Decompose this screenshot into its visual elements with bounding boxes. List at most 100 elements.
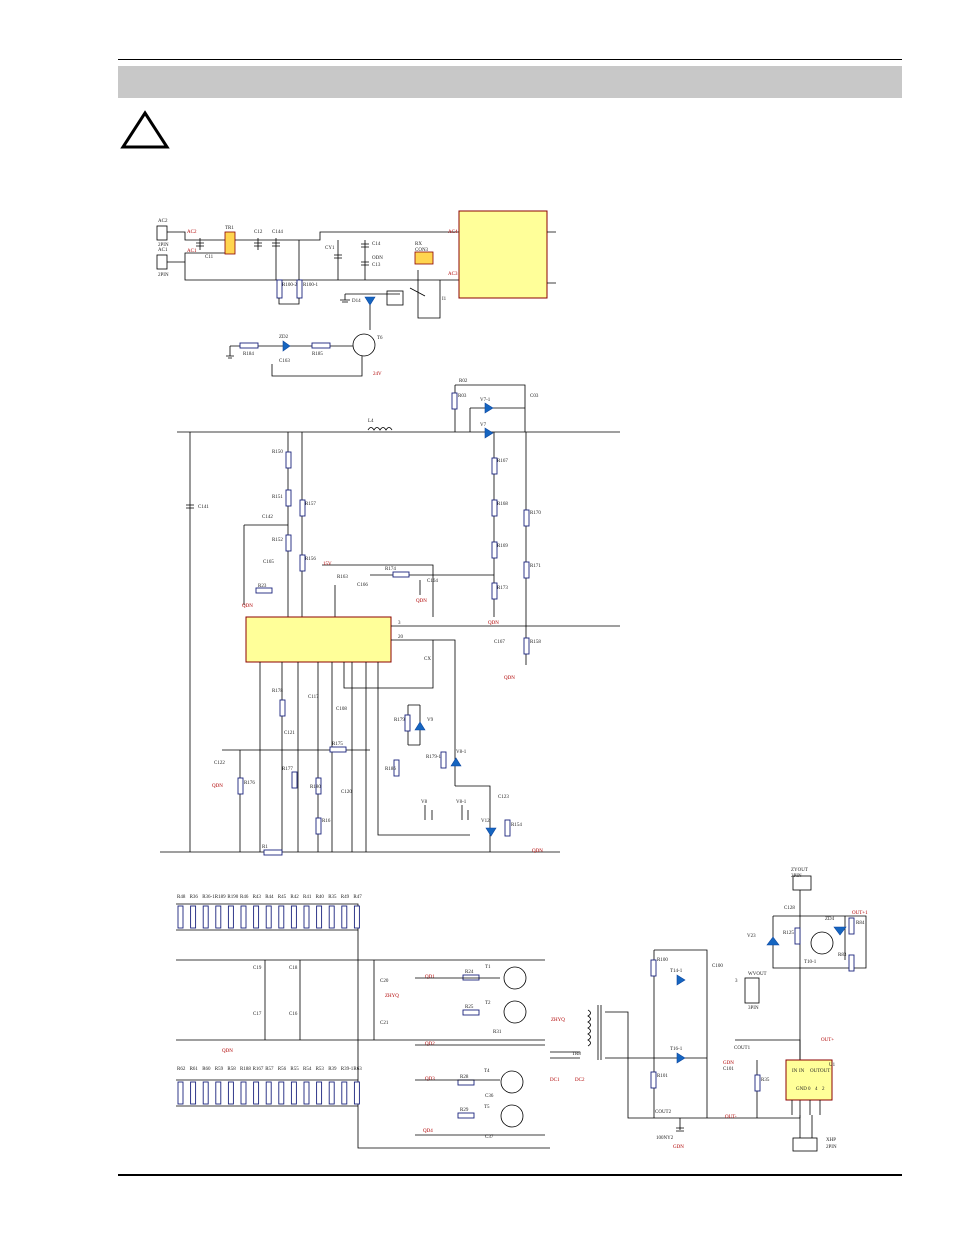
label-c11: C11	[205, 255, 214, 260]
resistor-r151	[285, 489, 292, 507]
label-pin-in: IN	[799, 1069, 805, 1074]
resistor-r100-1	[296, 279, 303, 299]
wire	[772, 890, 867, 1060]
connector-rx-con3	[414, 251, 434, 265]
label-odn: ODN	[372, 256, 383, 261]
label-c14: C14	[372, 242, 381, 247]
label-r29: R29	[460, 1108, 469, 1113]
label-zd2: ZD2	[279, 335, 289, 340]
wire	[605, 949, 735, 1119]
label-r157: R157	[305, 502, 316, 507]
net-qdn: QDN	[242, 604, 253, 609]
resistor-r167	[253, 1081, 260, 1105]
label-r61: R61	[190, 1067, 199, 1072]
resistor-r44	[265, 905, 272, 929]
label-r186: R186	[385, 767, 396, 772]
label-r125: R125	[783, 931, 794, 936]
resistor-r24	[462, 974, 480, 981]
capacitor	[334, 240, 342, 280]
label-t14-1: T14-1	[670, 969, 683, 974]
label-r168: R168	[497, 502, 508, 507]
label-zd4: ZD4	[825, 917, 835, 922]
label-r43: R43	[253, 895, 262, 900]
label-pin-out: OUT	[810, 1069, 820, 1074]
wire	[391, 625, 620, 786]
diode-v7-1	[484, 402, 494, 414]
label-r177: R177	[282, 767, 293, 772]
zener-v9	[414, 721, 426, 731]
label-con3: CON3	[415, 248, 429, 253]
resistor-r100	[650, 959, 657, 977]
resistor-r169	[491, 541, 498, 559]
label-v8-1: V8-1	[456, 750, 467, 755]
zener-v8-1	[450, 757, 462, 767]
net-zhyq: ZHYQ	[551, 1018, 565, 1023]
label-r180: R180	[310, 785, 321, 790]
label-t5: T5	[484, 1105, 490, 1110]
diode-v23	[766, 936, 780, 946]
label-v9: V9	[427, 718, 434, 723]
label-c18: C18	[289, 966, 298, 971]
label-r60: R60	[202, 1067, 211, 1072]
resistor-r35	[328, 905, 335, 929]
label-3pin: 3PIN	[748, 1006, 759, 1011]
wire	[222, 749, 370, 852]
resistor-r56	[278, 1081, 285, 1105]
resistor-r61	[190, 1081, 197, 1105]
label-3: 3	[735, 979, 738, 984]
label-c12: C12	[254, 230, 263, 235]
resistor-r58	[227, 1081, 234, 1105]
ground-icon	[340, 294, 350, 303]
resistor-r49	[341, 905, 348, 929]
resistor-r47	[353, 905, 360, 929]
rail	[160, 431, 620, 853]
label-r62: R62	[177, 1067, 186, 1072]
resistor-r62	[177, 1081, 184, 1105]
label-r190: R190	[227, 895, 238, 900]
label-pin-4: 4	[815, 1087, 818, 1092]
label-r56: R56	[278, 1067, 287, 1072]
label-pin3: 3	[398, 621, 401, 626]
label-c165: C165	[263, 560, 274, 565]
resistor-r179	[404, 714, 411, 732]
label-r100-2: R100-2	[282, 283, 298, 288]
label-2pin: 2PIN	[826, 1145, 837, 1150]
label-r173: R173	[497, 586, 508, 591]
resistor-r152	[285, 534, 292, 552]
resistor-r175	[329, 746, 347, 753]
label-r28: R28	[460, 1075, 469, 1080]
label-r150: R150	[272, 450, 283, 455]
label-r35: R35	[328, 895, 337, 900]
resistor-r186	[393, 759, 400, 777]
label-wvout: WVOUT	[748, 972, 767, 977]
capacitor	[361, 240, 369, 280]
net-ac4: AC4	[448, 230, 458, 235]
net-qd4: QD4	[423, 1129, 433, 1134]
resistor-r178	[279, 699, 286, 717]
net-out-plus1: OUT+1	[852, 911, 868, 916]
resistor-r170	[523, 509, 530, 527]
label-c108: C108	[336, 707, 347, 712]
label-tr8: TR8	[572, 1052, 581, 1057]
connector-xhp	[792, 1137, 818, 1152]
regulator-u1	[785, 1059, 833, 1101]
label-r48: R48	[177, 895, 186, 900]
label-i1: I1	[442, 297, 447, 302]
power-module	[458, 210, 548, 299]
capacitor	[254, 238, 262, 250]
label-r23: R23	[258, 584, 267, 589]
label-r25: R25	[465, 1005, 474, 1010]
label-r158: R158	[530, 640, 541, 645]
label-c101: C101	[723, 1067, 734, 1072]
label-r40: R40	[316, 895, 325, 900]
resistor-r60	[202, 1081, 209, 1105]
label-c37: C37	[485, 1135, 494, 1140]
label-r167: R167	[497, 459, 508, 464]
label-c17: C17	[253, 1012, 262, 1017]
label-r101: R101	[657, 1074, 668, 1079]
net-qdn: QDN	[222, 1049, 233, 1054]
wire	[322, 564, 494, 617]
resistor-r55	[290, 1081, 297, 1105]
resistor-r154	[504, 819, 511, 837]
